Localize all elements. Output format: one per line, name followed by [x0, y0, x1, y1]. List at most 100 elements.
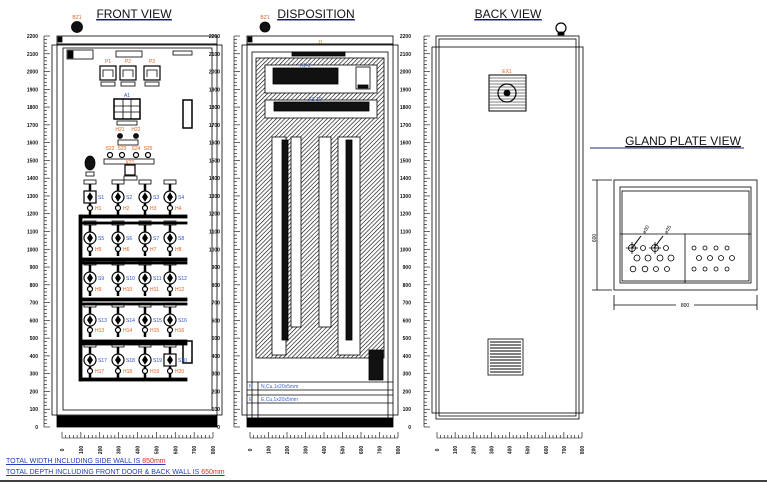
vertical-scale-label: 1200 [400, 212, 411, 218]
roof-corner [247, 36, 253, 43]
door-handle-icon [182, 99, 193, 129]
motor-icon [84, 155, 96, 171]
lamp-icon [166, 326, 174, 334]
horizontal-scale-label: 300 [304, 446, 310, 455]
switch-knob [115, 355, 121, 365]
roof [56, 35, 218, 45]
cable-gland-hole [633, 254, 641, 262]
vertical-scale-label: 1400 [27, 176, 38, 182]
lamp-icon [86, 367, 94, 375]
vertical-scale-label: 500 [30, 336, 39, 342]
front-view-title: FRONT VIEW [96, 7, 172, 21]
buzzer-icon [71, 21, 83, 33]
cabinet-door [62, 47, 213, 411]
switch-label: S1 [98, 195, 104, 201]
terminal-label: X1-10 [308, 97, 322, 103]
meter-icon [143, 65, 161, 81]
switch-knob [87, 315, 93, 325]
gland-plate-outline [613, 179, 758, 291]
cable-gland-hole [629, 265, 637, 273]
horizontal-scale-label: 200 [285, 446, 291, 455]
key-switch [124, 164, 136, 176]
vertical-scale-label: 1800 [27, 105, 38, 111]
busbar [79, 214, 188, 219]
wire-way [290, 136, 302, 328]
neutral-bar-label: N [249, 384, 253, 390]
horizontal-scale-label: 100 [267, 446, 273, 455]
busbar [79, 342, 188, 346]
lock-handle-icon [182, 340, 193, 364]
switch-knob [142, 315, 148, 325]
meter-icon [119, 65, 137, 81]
switch-label: S2 [126, 195, 132, 201]
side-wall-outline [241, 44, 399, 416]
scales: 0100200300400500600700800900100011001200… [27, 34, 586, 454]
vertical-scale-label: 1900 [209, 87, 220, 93]
busbar [79, 261, 188, 265]
lamp-label: H5 [95, 247, 102, 253]
terminal-strip-left [281, 139, 289, 341]
horizontal-scale-label: 100 [79, 446, 85, 455]
vertical-scale-label: 300 [30, 372, 39, 378]
cable-gland-hole [696, 255, 702, 261]
switch-label: S18 [126, 358, 135, 364]
vertical-scale-label: 100 [30, 407, 39, 413]
selector-label: S22 [106, 146, 115, 152]
meter-needle [102, 69, 114, 77]
vertical-scale-label: 500 [212, 336, 221, 342]
lamp-label: H3 [150, 206, 157, 212]
vertical-scale-label: 1100 [400, 230, 411, 236]
back-view-title: BACK VIEW [475, 7, 542, 21]
switch-knob [142, 273, 148, 283]
vertical-scale-label: 300 [403, 372, 412, 378]
switch-knob [167, 355, 173, 365]
horizontal-scale-label: 600 [544, 446, 550, 455]
height-dimension: 600 [592, 234, 598, 243]
selector-tag [103, 158, 155, 165]
vertical-scale-label: 900 [212, 265, 221, 271]
vertical-scale-label: 1500 [27, 158, 38, 164]
lamp-icon [114, 367, 122, 375]
warning-label [172, 50, 193, 56]
terminal-label: X1-6 [300, 63, 311, 69]
horizontal-scale-label: 500 [341, 446, 347, 455]
horizontal-scale-label: 200 [98, 446, 104, 455]
nameplate [66, 49, 94, 60]
vertical-scale-label: 300 [212, 372, 221, 378]
vertical-scale-label: 800 [403, 283, 412, 289]
nameplate-logo [67, 50, 74, 59]
lamp-label: H6 [123, 247, 130, 253]
depth-note-text: TOTAL DEPTH INCLUDING FRONT DOOR & BACK … [6, 469, 202, 476]
lamp-icon [114, 326, 122, 334]
horizontal-scale-label: 0 [435, 448, 441, 451]
vertical-scale-label: 400 [212, 354, 221, 360]
vertical-scale-label: 1200 [209, 212, 220, 218]
lamp-icon [166, 245, 174, 253]
lamp-label: H7 [150, 247, 157, 253]
lamp-icon [555, 22, 567, 34]
lamp-label: H20 [175, 369, 184, 375]
lamp-icon [166, 367, 174, 375]
horizontal-scale-label: 500 [154, 446, 160, 455]
lamp-icon [141, 285, 149, 293]
cable-gland-hole [640, 245, 646, 251]
cable-gland-hole [729, 255, 735, 261]
cable-gland-hole [653, 266, 659, 272]
lamp-label: H16 [175, 328, 184, 334]
horizontal-scale-label: 700 [562, 446, 568, 455]
switch-knob [142, 192, 148, 202]
switch-knob [142, 233, 148, 243]
vertical-scale-label: 1900 [400, 87, 411, 93]
vertical-scale-label: 2000 [400, 70, 411, 76]
vertical-scale-label: 0 [35, 425, 38, 431]
horizontal-scale-label: 700 [378, 446, 384, 455]
lamp-icon [114, 245, 122, 253]
pilot-lamp-label: H21 [115, 127, 124, 133]
horizontal-scale-label: 800 [580, 446, 586, 455]
pilot-lamp-icon [133, 133, 139, 139]
vertical-scale-label: 2200 [27, 34, 38, 40]
cable-gland-hole [644, 254, 652, 262]
lamp-icon [86, 326, 94, 334]
vertical-scale-label: 1400 [400, 176, 411, 182]
